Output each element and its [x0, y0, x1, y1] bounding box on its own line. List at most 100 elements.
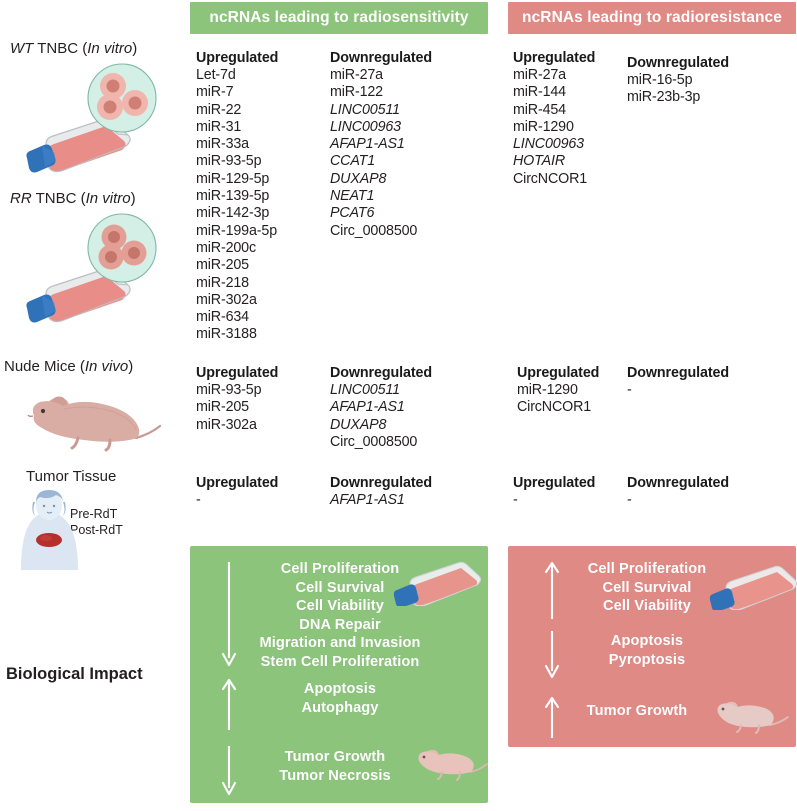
- gene-list: -: [196, 492, 278, 509]
- column-title-upregulated: Upregulated: [196, 50, 279, 66]
- arrow-down-icon: [221, 562, 237, 667]
- row-label-nude-mice: Nude Mice (In vivo): [4, 358, 133, 375]
- gene-item: CCAT1: [330, 153, 376, 170]
- impact-line: Cell Proliferation: [280, 561, 400, 577]
- list-tissue-sensitivity-down: Downregulated AFAP1-AS1: [330, 475, 432, 509]
- impact-line: Cell Proliferation: [587, 561, 707, 577]
- column-title-downregulated: Downregulated: [627, 365, 729, 381]
- gene-item: miR-31: [196, 118, 242, 135]
- arrow-down-icon: [221, 746, 237, 796]
- row-label-rr-italic: In vitro: [85, 190, 131, 207]
- gene-item: HOTAIR: [513, 153, 566, 170]
- pre-rdt-label: Pre-RdT: [70, 507, 118, 521]
- biological-impact-label: Biological Impact: [6, 665, 143, 683]
- mouse-icon: [717, 701, 789, 734]
- gene-item: miR-27a: [513, 67, 566, 83]
- gene-item: miR-205: [196, 399, 249, 416]
- gene-item: miR-1290: [517, 382, 578, 398]
- gene-item: miR-1290: [513, 118, 574, 135]
- impact-line: Apoptosis: [610, 633, 684, 649]
- impact-line: Tumor Growth: [284, 749, 386, 765]
- post-rdt-label: Post-RdT: [70, 523, 123, 537]
- gene-item: LINC00963: [330, 118, 401, 135]
- mouse-icon: [418, 749, 488, 781]
- tumor-tissue-patient-illustration: [21, 490, 78, 570]
- gene-item: miR-7: [196, 84, 234, 101]
- row-label-wt-tnbc: WT TNBC (In vitro): [10, 40, 137, 57]
- gene-item: miR-33a: [196, 136, 249, 153]
- gene-item: miR-144: [513, 84, 566, 101]
- row-label-rr-prefix: RR: [10, 190, 32, 207]
- gene-item: LINC00511: [330, 382, 400, 398]
- rdt-timepoints: Pre-RdT Post-RdT: [70, 506, 123, 538]
- row-label-wt-suffix: ): [132, 40, 138, 57]
- gene-item: AFAP1-AS1: [330, 399, 405, 416]
- gene-list: -: [627, 492, 729, 509]
- gene-item: DUXAP8: [330, 416, 387, 433]
- impact-line: Cell Viability: [603, 598, 691, 615]
- gene-item: miR-27a: [330, 67, 383, 83]
- row-label-rr-suffix: ): [130, 190, 136, 207]
- row-label-wt-mid: TNBC (: [33, 40, 88, 57]
- impact-line: Apoptosis: [303, 681, 377, 697]
- impact-group-resistance-3: Tumor Growth: [542, 702, 732, 721]
- gene-item: miR-454: [513, 101, 566, 118]
- impact-line: Cell Viability: [296, 598, 384, 615]
- row-label-rr-tnbc: RR TNBC (In vitro): [10, 190, 136, 207]
- impact-line: Tumor Necrosis: [279, 767, 391, 784]
- arrow-up-icon: [544, 696, 560, 738]
- gene-item: miR-93-5p: [196, 153, 262, 170]
- gene-item: DUXAP8: [330, 170, 387, 187]
- gene-item: miR-302a: [196, 291, 257, 308]
- nude-mouse-illustration: [27, 396, 162, 452]
- gene-item: -: [513, 492, 518, 508]
- gene-item: miR-22: [196, 101, 242, 118]
- gene-item: AFAP1-AS1: [330, 492, 405, 508]
- impact-line: Cell Survival: [602, 579, 692, 596]
- row-label-mice-suffix: ): [128, 358, 134, 375]
- gene-item: miR-3188: [196, 326, 257, 343]
- impact-line: Migration and Invasion: [259, 635, 421, 652]
- gene-item: miR-200c: [196, 239, 256, 256]
- gene-list: AFAP1-AS1: [330, 492, 432, 509]
- wt-tnbc-flask-illustration: [26, 63, 157, 173]
- gene-item: NEAT1: [330, 188, 375, 205]
- column-title-upregulated: Upregulated: [517, 365, 600, 381]
- column-title-upregulated: Upregulated: [513, 475, 596, 491]
- gene-item: miR-93-5p: [196, 382, 262, 398]
- column-title-upregulated: Upregulated: [196, 365, 279, 381]
- gene-item: -: [627, 382, 632, 398]
- gene-item: Circ_0008500: [330, 222, 418, 239]
- row-label-wt-prefix: WT: [10, 40, 34, 57]
- gene-item: miR-218: [196, 274, 249, 291]
- list-tissue-resistance-down: Downregulated -: [627, 475, 729, 509]
- list-tissue-sensitivity-up: Upregulated -: [196, 475, 278, 509]
- gene-list: -: [627, 382, 729, 399]
- panel-header-radiosensitivity: ncRNAs leading to radiosensitivity: [190, 2, 488, 34]
- gene-item: Let-7d: [196, 67, 236, 83]
- column-title-downregulated: Downregulated: [330, 365, 432, 381]
- row-label-wt-italic: In vitro: [87, 40, 133, 57]
- impact-line: Tumor Growth: [586, 703, 688, 719]
- gene-item: miR-16-5p: [627, 72, 693, 88]
- column-title-downregulated: Downregulated: [330, 50, 432, 66]
- gene-item: PCAT6: [330, 205, 375, 222]
- gene-item: miR-122: [330, 84, 383, 101]
- column-title-downregulated: Downregulated: [627, 475, 729, 491]
- impact-line: Stem Cell Proliferation: [260, 653, 420, 670]
- gene-item: miR-129-5p: [196, 170, 270, 187]
- list-tissue-resistance-up: Upregulated -: [513, 475, 595, 509]
- row-label-rr-mid: TNBC (: [31, 190, 86, 207]
